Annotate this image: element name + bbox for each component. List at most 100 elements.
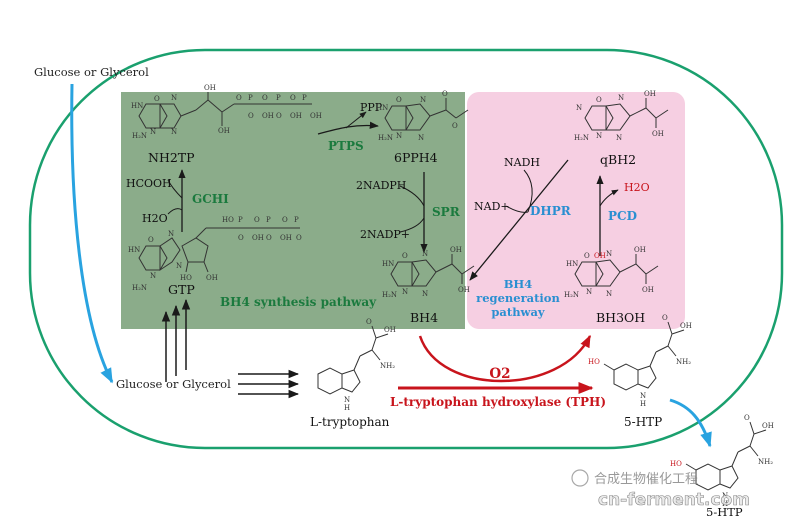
- svg-text:P: P: [238, 216, 243, 224]
- svg-text:HO: HO: [222, 216, 234, 224]
- svg-text:O: O: [366, 318, 372, 326]
- svg-text:H: H: [722, 500, 728, 508]
- svg-text:OH: OH: [450, 246, 462, 254]
- svg-text:HO: HO: [180, 274, 192, 282]
- gtp-label: GTP: [168, 282, 195, 297]
- svg-text:O: O: [596, 96, 602, 104]
- svg-text:N: N: [722, 492, 728, 500]
- svg-text:P: P: [302, 94, 307, 102]
- svg-text:N: N: [168, 230, 174, 238]
- glucose-label-top: Glucose or Glycerol: [34, 65, 149, 79]
- gtp-structure: [138, 227, 300, 273]
- svg-text:N: N: [618, 94, 624, 102]
- svg-text:N: N: [176, 262, 182, 270]
- svg-text:OH: OH: [280, 234, 292, 242]
- regeneration-label-1: BH4: [504, 277, 533, 291]
- nadp-branch: [399, 217, 425, 233]
- svg-text:O: O: [236, 94, 242, 102]
- hcooh-label: HCOOH: [126, 177, 172, 190]
- nad-label: NAD+: [474, 200, 510, 213]
- svg-text:H: H: [640, 400, 646, 408]
- svg-text:O: O: [402, 252, 408, 260]
- svg-text:O: O: [238, 234, 244, 242]
- svg-text:OH: OH: [204, 84, 216, 92]
- svg-text:O: O: [662, 314, 668, 322]
- svg-text:OH: OH: [644, 90, 656, 98]
- svg-text:O: O: [744, 414, 750, 422]
- 5htp-label-outside: 5-HTP: [706, 505, 743, 519]
- svg-text:N: N: [171, 128, 177, 136]
- svg-text:OH: OH: [762, 422, 774, 430]
- svg-text:H₂N: H₂N: [378, 134, 393, 142]
- wechat-icon: [571, 469, 589, 487]
- svg-text:N: N: [422, 250, 428, 258]
- o2-arc: [418, 334, 592, 383]
- svg-text:H₂N: H₂N: [132, 284, 147, 292]
- svg-text:N: N: [150, 272, 156, 280]
- nh2tp-label: NH2TP: [148, 150, 195, 165]
- svg-text:P: P: [248, 94, 253, 102]
- qbh2-label: qBH2: [600, 152, 636, 167]
- pcd-label: PCD: [608, 209, 637, 223]
- svg-text:O: O: [262, 94, 268, 102]
- svg-text:N: N: [616, 134, 622, 142]
- svg-text:H: H: [344, 404, 350, 412]
- h2o-branch: [167, 208, 183, 215]
- svg-text:N: N: [396, 132, 402, 140]
- svg-text:N: N: [418, 134, 424, 142]
- svg-text:O: O: [148, 236, 154, 244]
- svg-text:P: P: [294, 216, 299, 224]
- svg-text:HN: HN: [131, 102, 143, 110]
- h2o-right-label: H2O: [624, 181, 650, 194]
- svg-text:N: N: [402, 288, 408, 296]
- svg-text:HO: HO: [588, 358, 600, 366]
- tryptophan-label: L-tryptophan: [310, 415, 390, 429]
- tryptophan-structure: [317, 325, 389, 395]
- svg-text:N: N: [171, 94, 177, 102]
- regeneration-pathway-box: [467, 92, 685, 329]
- nadph-label: 2NADPH: [356, 179, 406, 192]
- gchi-label: GCHI: [192, 192, 229, 206]
- nadph-branch: [399, 185, 425, 207]
- svg-text:HN: HN: [376, 104, 388, 112]
- svg-text:O: O: [254, 216, 260, 224]
- o2-label: O2: [489, 366, 510, 382]
- svg-text:H₂N: H₂N: [132, 132, 147, 140]
- dhpr-label: DHPR: [530, 204, 572, 218]
- svg-text:O: O: [290, 94, 296, 102]
- svg-text:O: O: [442, 90, 448, 98]
- bh4-synthesis-pathway-label: BH4 synthesis pathway: [220, 295, 377, 309]
- bh4-structure: [390, 254, 475, 287]
- svg-text:N: N: [606, 250, 612, 258]
- svg-text:O: O: [276, 112, 282, 120]
- nadh-branch: [523, 169, 533, 213]
- nadp-label: 2NADP+: [360, 228, 410, 241]
- nadh-label: NADH: [504, 156, 540, 169]
- svg-text:O: O: [266, 234, 272, 242]
- svg-text:O: O: [154, 95, 160, 103]
- svg-text:HN: HN: [128, 246, 140, 254]
- svg-text:H₂N: H₂N: [382, 291, 397, 299]
- svg-text:OH: OH: [652, 130, 664, 138]
- svg-text:P: P: [276, 94, 281, 102]
- svg-text:OH: OH: [634, 246, 646, 254]
- glucose-inflow-arrow: [70, 83, 114, 384]
- svg-text:OH: OH: [252, 234, 264, 242]
- h2o-left-label: H2O: [142, 212, 168, 225]
- watermark-cn-text: 合成生物催化工程: [594, 472, 698, 487]
- 5htp-structure-outside: [685, 421, 767, 491]
- svg-text:N: N: [150, 128, 156, 136]
- svg-text:O: O: [282, 216, 288, 224]
- regeneration-label-2: regeneration: [476, 291, 560, 305]
- svg-text:HO: HO: [670, 460, 682, 468]
- svg-text:OH: OH: [218, 127, 230, 135]
- svg-text:N: N: [344, 396, 350, 404]
- svg-text:OH: OH: [458, 286, 470, 294]
- svg-text:N: N: [422, 290, 428, 298]
- nad-branch: [505, 205, 529, 213]
- bh4-label: BH4: [410, 310, 438, 325]
- svg-text:N: N: [596, 132, 602, 140]
- nh2tp-structure: [138, 92, 312, 129]
- ppp-label: PPP: [360, 101, 383, 114]
